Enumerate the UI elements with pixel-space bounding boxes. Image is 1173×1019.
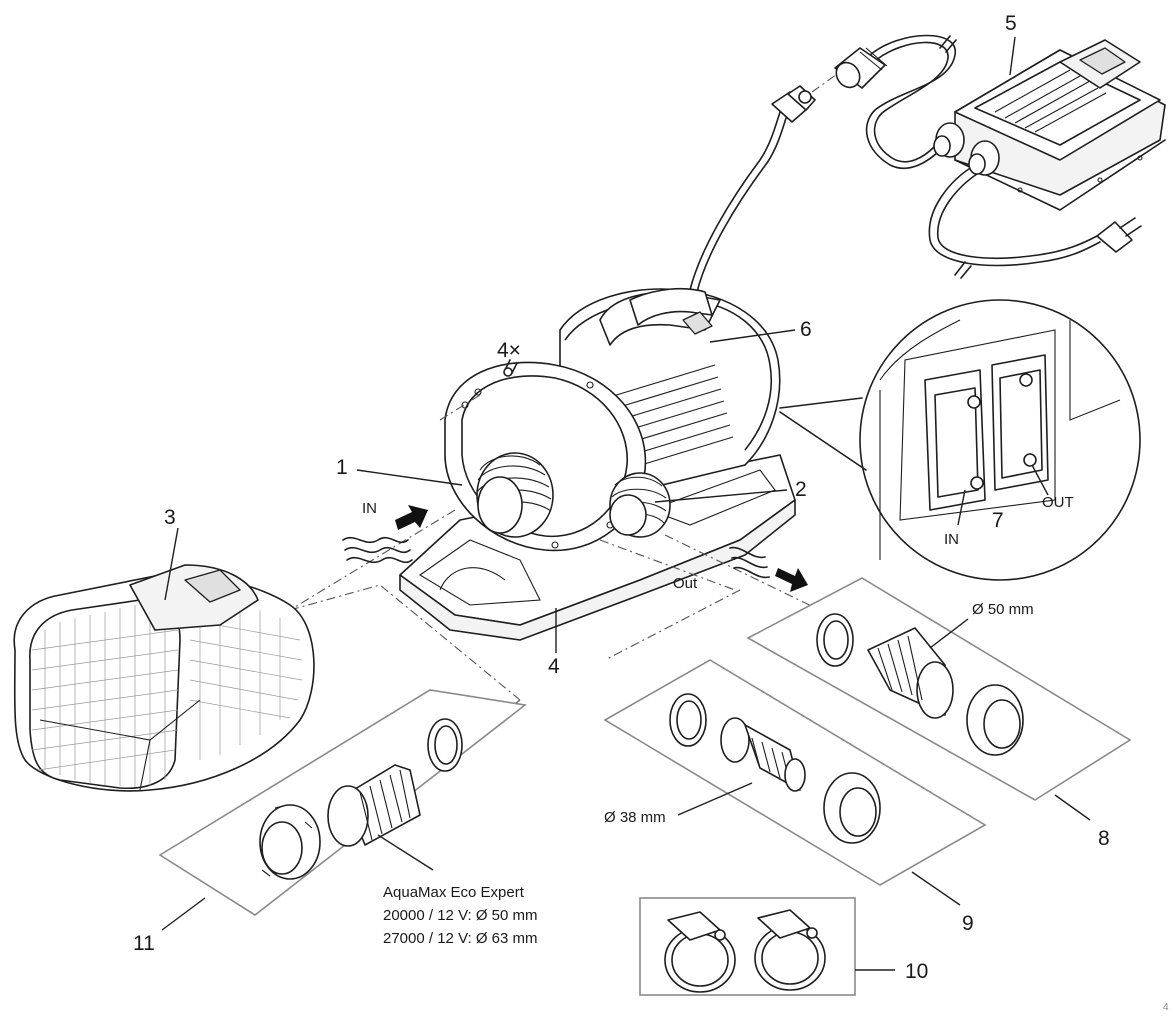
mains-plug — [1096, 217, 1142, 253]
hose-tail-8 — [867, 627, 954, 719]
callout-10: 10 — [905, 960, 928, 983]
hose-clamp-2 — [754, 909, 826, 991]
hose-tail-11 — [327, 764, 421, 847]
hose-clamps-panel-10 — [639, 897, 856, 996]
inset-in-label: IN — [944, 531, 959, 548]
model-note-line-3: 27000 / 12 V: Ø 63 mm — [383, 930, 538, 947]
outlet-label: Out — [673, 575, 698, 592]
control-unit-transformer — [933, 39, 1166, 211]
connector-detail-inset — [779, 299, 1141, 581]
union-nut-11 — [259, 804, 321, 880]
callout-9: 9 — [962, 912, 974, 935]
inlet-label: IN — [362, 500, 377, 517]
model-note-line-2: 20000 / 12 V: Ø 50 mm — [383, 907, 538, 924]
cable-plug-connector — [771, 47, 888, 123]
hose-clamp-1 — [664, 911, 736, 993]
callout-3: 3 — [164, 506, 176, 529]
page-number: 4 — [1163, 1002, 1169, 1013]
pre-filter-basket — [13, 564, 315, 792]
inset-out-label: OUT — [1042, 494, 1074, 511]
callout-1: 1 — [336, 456, 348, 479]
union-nut-8 — [966, 684, 1024, 756]
inlet-flow-arrow — [342, 505, 428, 564]
seal-ring-11 — [427, 718, 463, 772]
power-cable — [689, 34, 1101, 293]
hose-tail-9 — [720, 717, 806, 792]
callout-7: 7 — [992, 509, 1004, 532]
adapter-kit-panel-9 — [603, 659, 987, 886]
callout-4x: 4× — [497, 339, 521, 362]
model-note-line-1: AquaMax Eco Expert — [383, 884, 525, 901]
callout-4: 4 — [548, 655, 560, 678]
callout-2: 2 — [795, 478, 807, 501]
seal-ring-8 — [816, 613, 854, 667]
adapter-kit-panel-11 — [158, 689, 527, 916]
callout-leader-lines — [161, 36, 1091, 971]
callout-5: 5 — [1005, 12, 1017, 35]
outlet-flow-arrow — [729, 546, 808, 592]
dimension-50mm: Ø 50 mm — [972, 601, 1034, 618]
callout-8: 8 — [1098, 827, 1110, 850]
dimension-38mm: Ø 38 mm — [604, 809, 666, 826]
callout-6: 6 — [800, 318, 812, 341]
union-nut-9 — [823, 772, 881, 844]
adapter-kit-panel-8 — [746, 577, 1132, 801]
callout-11: 11 — [133, 932, 155, 955]
seal-ring-9 — [669, 693, 707, 747]
outlet-port-thread — [609, 472, 671, 538]
inlet-port-thread — [476, 452, 554, 538]
